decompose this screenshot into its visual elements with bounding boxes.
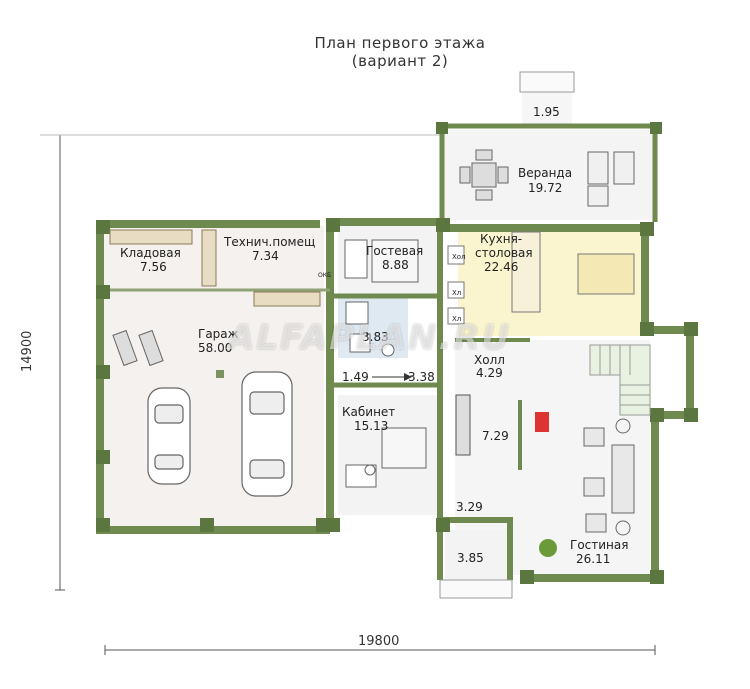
area-hall: 4.29 [476, 366, 503, 380]
area-garage: 58.00 [198, 341, 233, 355]
label-kitchen-2: столовая [475, 246, 533, 260]
dining-table [577, 253, 635, 295]
fireplace [535, 412, 549, 432]
area-kladovaya: 7.56 [140, 260, 167, 274]
guest-bed [344, 239, 419, 283]
kitchen-appliances [447, 245, 465, 325]
appliance-label-2: Хл [452, 315, 462, 323]
corridor-arrow [372, 373, 412, 381]
plan-subtitle: (вариант 2) [351, 52, 449, 70]
area-living: 26.11 [576, 552, 611, 566]
appliance-label-1: Хл [452, 289, 462, 297]
area-hall2: 7.29 [482, 429, 509, 443]
car-right [241, 371, 293, 497]
storage-shelves [109, 229, 321, 307]
potted-plant [539, 539, 557, 557]
dimension-width: 19800 [358, 634, 400, 649]
hall-wardrobe [455, 394, 471, 456]
veranda-table [459, 149, 509, 201]
dimension-height: 14900 [20, 330, 35, 372]
area-bath: 3.83 [362, 330, 389, 344]
area-cabinet: 15.13 [354, 419, 389, 433]
label-cabinet: Кабинет [342, 405, 396, 419]
cabinet-furniture [345, 427, 427, 488]
dimension-lines [40, 134, 656, 655]
watermark: ALFAPLAN.RU [228, 318, 512, 358]
staircase [589, 344, 651, 416]
garage-bikes [112, 329, 164, 367]
label-kladovaya: Кладовая [120, 246, 181, 260]
label-kitchen-1: Кухня- [480, 232, 523, 246]
kitchen-counter [511, 231, 541, 313]
area-tech: 7.34 [252, 249, 279, 263]
label-veranda: Веранда [518, 166, 573, 180]
boiler-label: ОКБ [318, 272, 332, 279]
area-corridor-a: 1.49 [342, 370, 369, 384]
area-gostevaya: 8.88 [382, 258, 409, 272]
label-tech: Технич.помещ [224, 235, 316, 249]
area-corridor-b: 3.38 [408, 370, 435, 384]
porch-steps [439, 71, 575, 599]
garage-drain [216, 370, 224, 378]
veranda-seating [587, 151, 635, 207]
plan-title: План первого этажа [314, 34, 486, 52]
area-porch-top: 1.95 [533, 105, 560, 119]
label-living: Гостиная [570, 538, 629, 552]
label-gostevaya: Гостевая [366, 244, 424, 258]
area-kitchen: 22.46 [484, 260, 519, 274]
label-garage: Гараж [198, 327, 239, 341]
bathroom-fixtures [345, 301, 395, 357]
car-left [147, 387, 191, 485]
area-veranda: 19.72 [528, 181, 563, 195]
label-hall: Холл [474, 353, 505, 367]
area-porch: 3.85 [457, 551, 484, 565]
living-plants [615, 418, 631, 536]
fridge-label: Хол [452, 253, 466, 261]
wall-pillars [96, 122, 698, 584]
area-vestibule: 3.29 [456, 500, 483, 514]
living-sofa [583, 427, 635, 533]
